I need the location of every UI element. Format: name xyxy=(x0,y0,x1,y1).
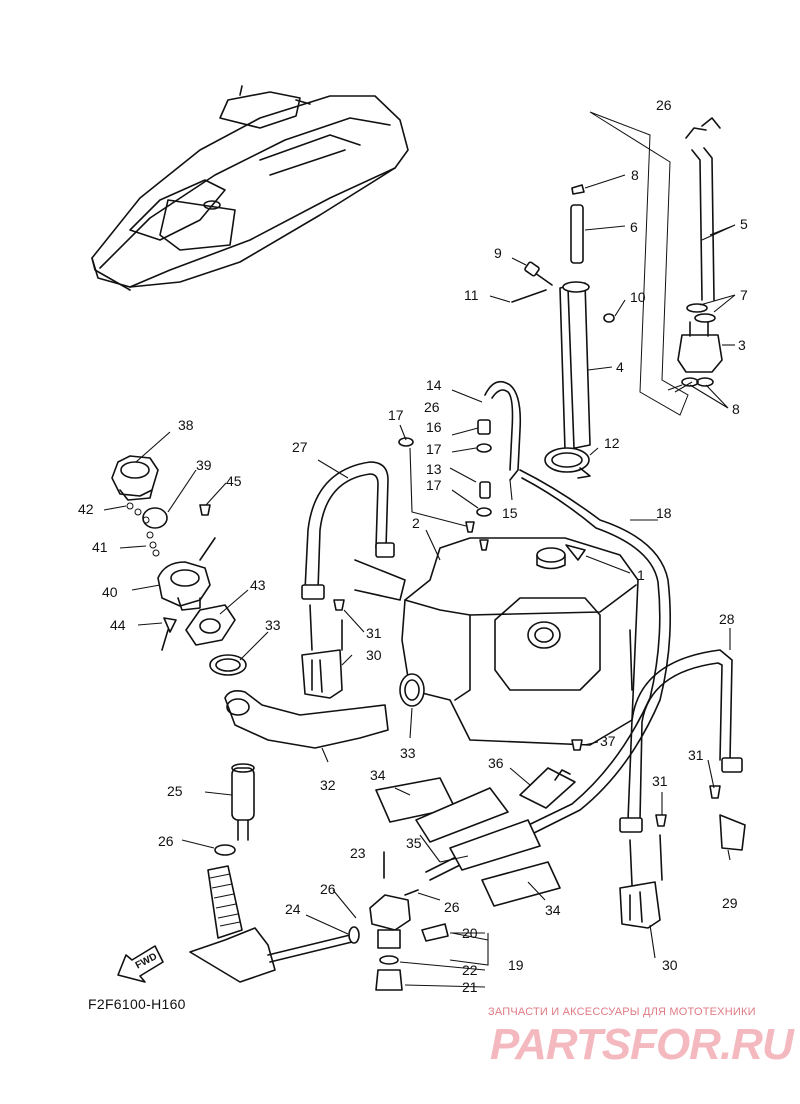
watercraft-overview xyxy=(91,85,409,291)
callout-33-b: 33 xyxy=(400,745,416,761)
callout-10: 10 xyxy=(630,289,646,305)
watermark-logo: PARTSFOR.RU xyxy=(490,1020,794,1069)
callout-36: 36 xyxy=(488,755,504,771)
callout-28: 28 xyxy=(719,611,735,627)
callout-26-d: 26 xyxy=(320,881,336,897)
callout-19: 19 xyxy=(508,957,524,973)
vent-hose xyxy=(425,469,672,881)
callout-22: 22 xyxy=(462,962,478,978)
callout-1: 1 xyxy=(637,567,645,583)
callout-3: 3 xyxy=(738,337,746,353)
fwd-arrow: FWD xyxy=(117,945,164,983)
callout-13: 13 xyxy=(426,461,442,477)
right-strap xyxy=(619,649,746,929)
callout-23: 23 xyxy=(350,845,366,861)
callout-21: 21 xyxy=(462,979,478,995)
callout-20: 20 xyxy=(462,925,478,941)
callout-30-b: 30 xyxy=(662,957,678,973)
callout-26-c: 26 xyxy=(158,833,174,849)
callout-43: 43 xyxy=(250,577,266,593)
callout-41: 41 xyxy=(92,539,108,555)
callout-34-a: 34 xyxy=(370,767,386,783)
callout-39: 39 xyxy=(196,457,212,473)
callout-17-c: 17 xyxy=(426,477,442,493)
callout-11: 11 xyxy=(464,287,479,303)
callouts: 1 2 3 4 5 6 7 8 8 9 10 11 12 13 14 15 16… xyxy=(78,97,748,995)
watermark-caption: ЗАПЧАСТИ И АКСЕССУАРЫ ДЛЯ МОТОТЕХНИКИ xyxy=(488,1006,756,1018)
vent-tube xyxy=(511,184,615,451)
hose-clamps xyxy=(209,654,425,707)
fuel-tank xyxy=(401,537,639,746)
water-separator xyxy=(189,763,360,983)
callout-17-b: 17 xyxy=(426,441,442,457)
callout-38: 38 xyxy=(178,417,194,433)
callout-31-b: 31 xyxy=(688,747,704,763)
vent-clamp xyxy=(544,447,591,479)
left-strap xyxy=(301,461,406,699)
callout-37: 37 xyxy=(600,733,616,749)
callout-34-b: 34 xyxy=(545,902,561,918)
tank-pads xyxy=(375,739,583,907)
callout-31-a: 31 xyxy=(366,625,382,641)
callout-18: 18 xyxy=(656,505,672,521)
callout-17-a: 17 xyxy=(388,407,404,423)
callout-24: 24 xyxy=(285,901,301,917)
callout-5: 5 xyxy=(740,216,748,232)
callout-44: 44 xyxy=(110,617,126,633)
fuel-cock xyxy=(369,851,449,991)
callout-12: 12 xyxy=(604,435,620,451)
callout-30-a: 30 xyxy=(366,647,382,663)
fuel-pickup-assembly xyxy=(677,117,723,387)
callout-8-lower: 8 xyxy=(732,401,740,417)
callout-7: 7 xyxy=(740,287,748,303)
callout-26-a: 26 xyxy=(656,97,672,113)
callout-42: 42 xyxy=(78,501,94,517)
callout-9: 9 xyxy=(494,245,502,261)
fill-hose xyxy=(224,690,389,749)
callout-2: 2 xyxy=(412,515,420,531)
callout-27: 27 xyxy=(292,439,308,455)
callout-33-a: 33 xyxy=(265,617,281,633)
callout-35: 35 xyxy=(406,835,422,851)
callout-26-e: 26 xyxy=(444,899,460,915)
callout-40: 40 xyxy=(102,584,118,600)
breather-hose xyxy=(398,380,522,551)
callout-6: 6 xyxy=(630,219,638,235)
filler-neck-assembly xyxy=(111,455,236,651)
callout-25: 25 xyxy=(167,783,183,799)
drawing-code: F2F6100-H160 xyxy=(88,996,186,1012)
callout-29: 29 xyxy=(722,895,738,911)
callout-32: 32 xyxy=(320,777,336,793)
leader-lines xyxy=(103,174,736,988)
callout-31-c: 31 xyxy=(652,773,668,789)
callout-16: 16 xyxy=(426,419,442,435)
callout-8-upper: 8 xyxy=(631,167,639,183)
callout-4: 4 xyxy=(616,359,624,375)
callout-14: 14 xyxy=(426,377,442,393)
callout-45: 45 xyxy=(226,473,242,489)
callout-15: 15 xyxy=(502,505,518,521)
callout-26-b: 26 xyxy=(424,399,440,415)
reference-box xyxy=(589,111,689,416)
